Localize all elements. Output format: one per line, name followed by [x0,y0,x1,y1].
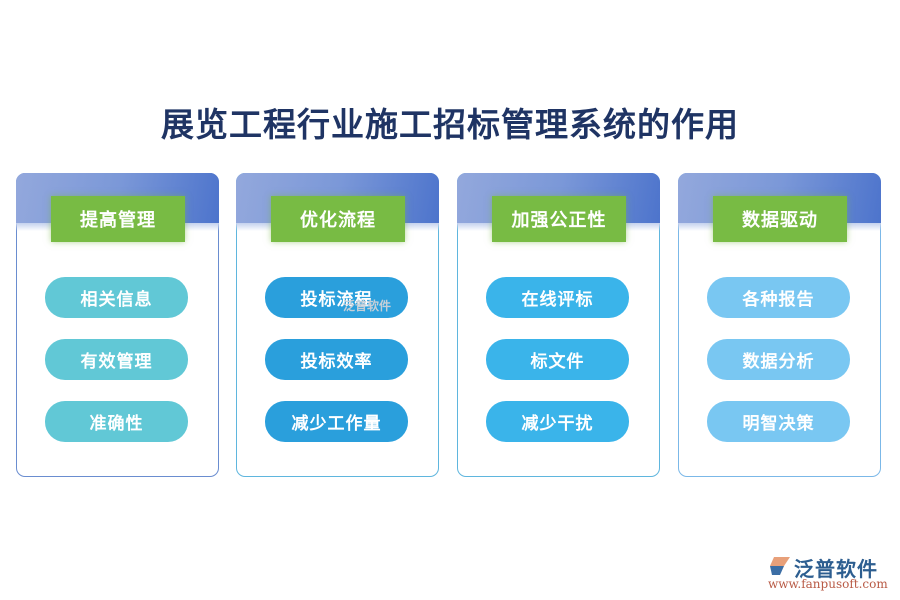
logo-url: www.fanpusoft.com [768,577,888,591]
item-pill: 相关信息 [45,277,188,318]
logo-icon [770,557,790,575]
item-pill: 标文件 [486,339,629,380]
watermark: 泛普软件 [343,299,392,313]
item-pill: 有效管理 [45,339,188,380]
logo-brand: 泛普软件 [794,557,878,581]
item-pill: 在线评标 [486,277,629,318]
card-header-tag: 提高管理 [51,196,185,242]
item-pill: 投标流程 [265,277,408,318]
card-improve-management: 提高管理 相关信息 有效管理 准确性 [16,173,219,477]
card-header-tag: 数据驱动 [713,196,847,242]
item-pill: 减少工作量 [265,401,408,442]
item-pill: 数据分析 [707,339,850,380]
card-header-tag: 优化流程 [271,196,405,242]
item-pill: 减少干扰 [486,401,629,442]
item-pill: 准确性 [45,401,188,442]
item-pill: 明智决策 [707,401,850,442]
item-pill: 各种报告 [707,277,850,318]
card-fairness: 加强公正性 在线评标 标文件 减少干扰 [457,173,660,477]
item-pill: 投标效率 [265,339,408,380]
brand-logo: 泛普软件 www.fanpusoft.com [768,553,898,593]
page-title: 展览工程行业施工招标管理系统的作用 [161,105,739,144]
card-header-tag: 加强公正性 [492,196,626,242]
card-data-driven: 数据驱动 各种报告 数据分析 明智决策 [678,173,881,477]
card-optimize-process: 优化流程 投标流程 投标效率 减少工作量 [236,173,439,477]
